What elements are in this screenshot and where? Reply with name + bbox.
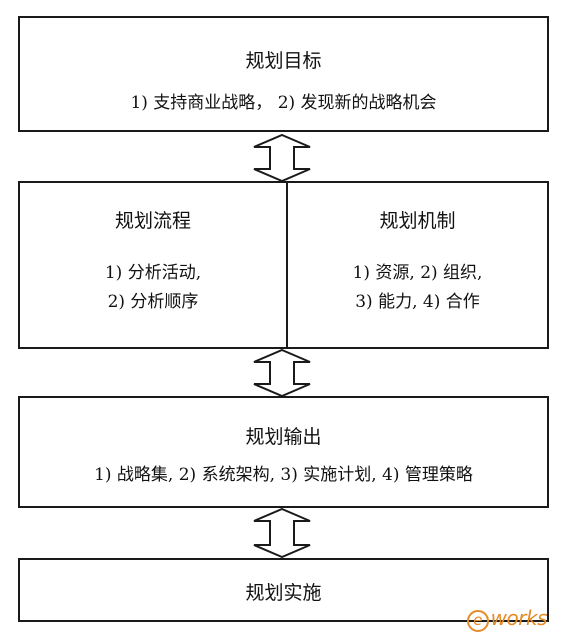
planning-process-section: 规划流程 1) 分析活动, 2) 分析顺序 [20,183,286,347]
planning-mechanism-title: 规划机制 [379,210,456,232]
planning-mechanism-line2: 3) 能力, 4) 合作 [355,292,480,312]
planning-middle-box: 规划流程 1) 分析活动, 2) 分析顺序 规划机制 1) 资源, 2) 组织,… [18,181,549,349]
planning-process-title: 规划流程 [114,210,191,232]
logo-text: works [490,606,548,630]
planning-goal-title: 规划目标 [245,50,322,72]
planning-mechanism-section: 规划机制 1) 资源, 2) 组织, 3) 能力, 4) 合作 [288,183,547,347]
section-divider [286,183,288,347]
planning-output-box: 规划输出 1) 战略集, 2) 系统架构, 3) 实施计划, 4) 管理策略 [18,396,549,508]
double-arrow-icon [253,508,311,558]
logo-e-icon: e [466,610,489,632]
planning-process-line1: 1) 分析活动, [104,263,202,283]
planning-mechanism-line1: 1) 资源, 2) 组织, [352,263,483,283]
planning-goal-detail: 1) 支持商业战略， 2) 发现新的战略机会 [130,93,437,113]
planning-output-detail: 1) 战略集, 2) 系统架构, 3) 实施计划, 4) 管理策略 [94,465,473,485]
double-arrow-icon [253,134,311,182]
planning-implementation-title: 规划实施 [245,582,322,604]
planning-output-title: 规划输出 [245,426,322,448]
planning-goal-box: 规划目标 1) 支持商业战略， 2) 发现新的战略机会 [18,16,549,132]
double-arrow-icon [253,349,311,397]
planning-implementation-box: 规划实施 [18,558,549,622]
planning-process-line2: 2) 分析顺序 [107,292,199,312]
